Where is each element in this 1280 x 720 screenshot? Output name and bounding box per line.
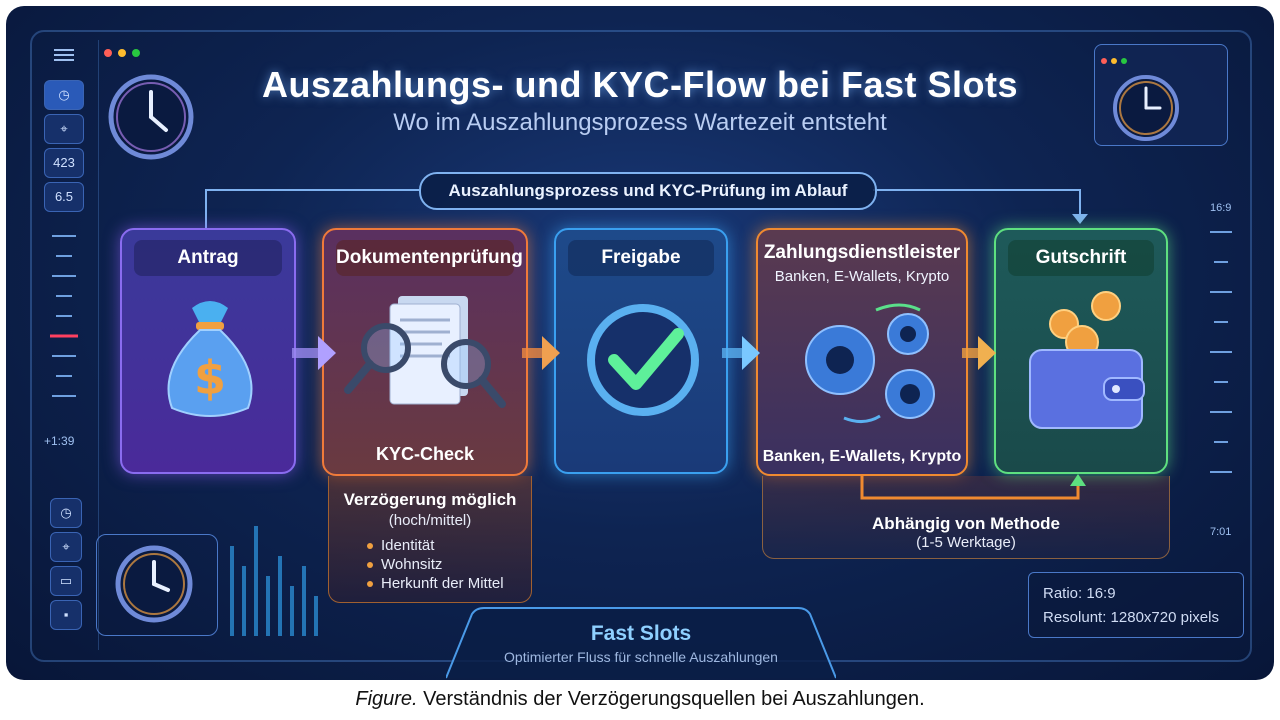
delay-title: Verzögerung möglich: [343, 490, 517, 509]
brand-name: Fast Slots: [590, 622, 692, 645]
location-icon[interactable]: ⌖: [44, 114, 84, 144]
step-label: Gutschrift: [1008, 240, 1154, 276]
right-rail-bottom: 7:01: [1210, 526, 1232, 538]
info-box: Ratio: 16:9 Resolunt: 1280x720 pixels: [1028, 572, 1244, 638]
clock-icon-right: [1113, 75, 1179, 141]
method-title: Abhängig von Methode: [872, 514, 1060, 533]
wallet-icon: [1029, 291, 1145, 429]
bottom-left-window: [96, 534, 218, 636]
money-bag-icon: $: [167, 301, 253, 417]
svg-text:$: $: [194, 351, 226, 405]
list-item: Herkunft der Mittel: [367, 574, 504, 593]
menu-icon[interactable]: [54, 46, 74, 64]
clock-icon-bottom: [115, 545, 193, 623]
list-item: Identität: [367, 536, 504, 555]
sidebar-time: +1:39: [44, 434, 75, 448]
clock-icon-small[interactable]: ◷: [50, 498, 82, 528]
figure-caption: Figure. Verständnis der Verzögerungsquel…: [0, 688, 1280, 711]
sidebar-item-1[interactable]: 6.5: [44, 182, 84, 212]
window-controls: [104, 44, 140, 62]
page-subtitle: Wo im Auszahlungsprozess Wartezeit entst…: [393, 109, 887, 136]
infographic-frame: ◷ ⌖ 423 6.5 +1:39 ◷ ⌖ ▭ ▪ 16:9 7:01: [6, 6, 1274, 680]
step-card-zahlungsdienstleister[interactable]: Zahlungsdienstleister Banken, E-Wallets,…: [756, 228, 968, 476]
right-rail-top: 16:9: [1210, 202, 1232, 214]
camera-icon[interactable]: ▪: [50, 600, 82, 630]
card-icon[interactable]: ▭: [50, 566, 82, 596]
step-footer: KYC-Check: [375, 444, 475, 464]
banner-connector: [205, 189, 1088, 232]
delay-list: Identität Wohnsitz Herkunft der Mittel: [367, 536, 504, 593]
flow-arrows: [292, 336, 996, 370]
step-label: Dokumentenprüfung: [336, 240, 523, 276]
method-detail: (1-5 Werktage): [916, 534, 1016, 551]
info-resolution: Resolunt: 1280x720 pixels: [1043, 609, 1219, 626]
page-title: Auszahlungs- und KYC-Flow bei Fast Slots: [261, 64, 1018, 105]
left-sidebar: [38, 40, 99, 650]
left-scale: [50, 235, 78, 397]
clock-icon[interactable]: ◷: [44, 80, 84, 110]
brand-tagline: Optimierter Fluss für schnelle Auszahlun…: [504, 649, 778, 665]
method-connector: [860, 474, 1086, 500]
method-box: Abhängig von Methode (1-5 Werktage): [762, 476, 1170, 559]
info-ratio: Ratio: 16:9: [1043, 585, 1116, 602]
document-magnifier-icon: [344, 296, 506, 408]
delay-box: Verzögerung möglich (hoch/mittel) Identi…: [328, 476, 532, 603]
checkmark-icon: [587, 304, 699, 416]
process-banner: Auszahlungsprozess und KYC-Prüfung im Ab…: [419, 172, 877, 210]
location-icon-small[interactable]: ⌖: [50, 532, 82, 562]
caption-prefix: Figure.: [355, 688, 418, 710]
brand-tab-shape: [446, 607, 836, 679]
sidebar-item-0[interactable]: 423: [44, 148, 84, 178]
step-label: Antrag: [134, 240, 282, 276]
gears-icon: [805, 303, 935, 423]
decorative-bars: [230, 526, 318, 636]
list-item: Wohnsitz: [367, 555, 504, 574]
step-footer: Banken, E-Wallets, Krypto: [762, 448, 962, 465]
clock-icon-large: [108, 74, 194, 160]
step-card-gutschrift[interactable]: Gutschrift: [994, 228, 1168, 474]
step-label: Zahlungsdienstleister: [763, 242, 961, 263]
caption-text: Verständnis der Verzögerungsquellen bei …: [417, 688, 925, 710]
step-label: Freigabe: [568, 240, 714, 276]
delay-level: (hoch/mittel): [388, 512, 472, 529]
right-scale: [1210, 231, 1232, 473]
step-sublabel: Banken, E-Wallets, Krypto: [774, 268, 950, 285]
